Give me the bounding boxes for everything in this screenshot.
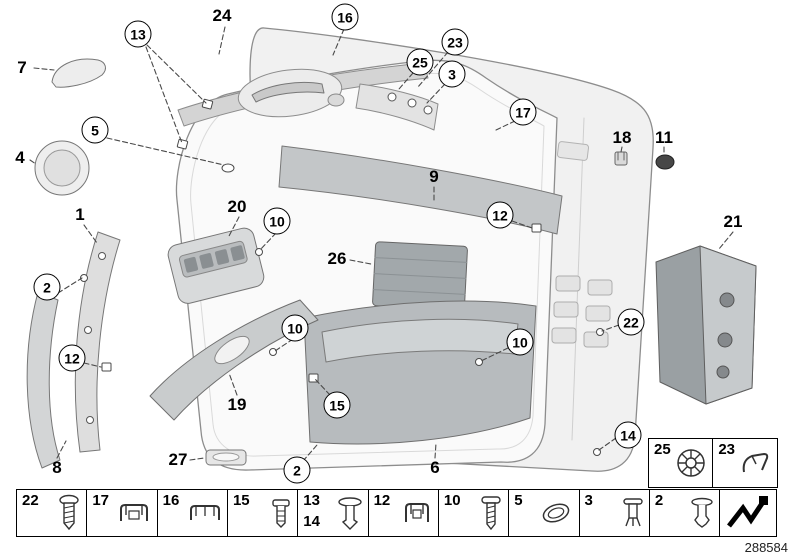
callout-15[interactable]: 15 (323, 391, 351, 419)
screw-icon (59, 494, 79, 531)
callout-4[interactable]: 4 (15, 148, 25, 167)
fastener-cell-2[interactable]: 2 (648, 489, 721, 537)
crash-pad-module (372, 241, 468, 311)
handle-trim-cover (26, 291, 61, 469)
callout-10-b[interactable]: 10 (281, 314, 309, 342)
continuation-zigzag-icon (727, 496, 769, 528)
fastener-strip: 22 17 16 15 (16, 489, 778, 537)
callout-12-b[interactable]: 12 (58, 344, 86, 372)
document-number: 288584 (744, 540, 788, 555)
metal-clip-icon (189, 505, 220, 520)
fastener-cell-label: 5 (514, 492, 523, 509)
fastener-cell-12[interactable]: 12 (367, 489, 440, 537)
callout-3[interactable]: 3 (438, 60, 466, 88)
door-pull-handle (74, 231, 121, 453)
callout-25[interactable]: 25 (406, 48, 434, 76)
spring-clip-icon (743, 452, 769, 473)
grommet-icon (542, 503, 570, 523)
ref-cell-23[interactable]: 23 (712, 438, 779, 488)
callout-24[interactable]: 24 (212, 6, 232, 25)
callout-11[interactable]: 11 (655, 128, 673, 147)
fastener-cell-label: 17 (92, 492, 109, 509)
callout-9[interactable]: 9 (429, 167, 439, 186)
mounting-bracket (655, 245, 757, 405)
window-switch-panel (167, 227, 265, 304)
callout-14[interactable]: 14 (614, 421, 642, 449)
fastener-cell-label: 13 (303, 492, 320, 509)
callout-22[interactable]: 22 (617, 308, 645, 336)
callout-20[interactable]: 20 (227, 197, 247, 216)
fastener-cell-label: 3 (584, 492, 593, 509)
fastener-cell-label: 22 (22, 492, 39, 509)
callout-19[interactable]: 19 (227, 395, 247, 414)
fastener-cell-10[interactable]: 10 (437, 489, 510, 537)
callout-12-a[interactable]: 12 (486, 201, 514, 229)
callout-21[interactable]: 21 (723, 212, 743, 231)
blind-plug-11 (655, 154, 675, 170)
fastener-cell-label: 14 (303, 513, 320, 530)
handle-carrier (355, 83, 439, 131)
callout-6[interactable]: 6 (430, 458, 440, 477)
callout-27[interactable]: 27 (168, 450, 188, 469)
push-rivet-icon (338, 497, 362, 530)
fastener-cell-label: 12 (373, 492, 391, 509)
metal-clip-icon (404, 503, 429, 522)
ref-box: 25 23 (648, 438, 779, 488)
plastic-rivet-icon (622, 498, 643, 527)
fastener-cell-3[interactable]: 3 (578, 489, 651, 537)
ref-cell-25[interactable]: 25 (648, 438, 714, 488)
callout-13[interactable]: 13 (124, 20, 152, 48)
fastener-cell-5[interactable]: 5 (508, 489, 581, 537)
fastener-cell-label: 2 (654, 492, 664, 509)
mirror-triangle-cover (51, 58, 106, 88)
callout-26[interactable]: 26 (327, 249, 347, 268)
ref-cell-label: 23 (718, 441, 735, 458)
fastener-cell-label: 15 (232, 492, 250, 509)
courtesy-lamp (205, 449, 247, 466)
callout-1[interactable]: 1 (75, 205, 85, 224)
expanding-rivet-icon (691, 497, 713, 528)
fastener-cell-label: 16 (162, 492, 180, 509)
interior-door-handle (237, 68, 345, 118)
callout-18[interactable]: 18 (612, 128, 632, 147)
armrest (149, 299, 319, 421)
callout-10-c[interactable]: 10 (506, 328, 534, 356)
callout-10-a[interactable]: 10 (263, 207, 291, 235)
fastener-cell-label: 10 (443, 492, 461, 509)
callout-7[interactable]: 7 (17, 58, 27, 77)
screw-icon (481, 496, 501, 531)
fastener-cell-22[interactable]: 22 (16, 489, 88, 537)
callout-23[interactable]: 23 (441, 28, 469, 56)
callout-17[interactable]: 17 (509, 98, 537, 126)
leader-lines (29, 26, 734, 462)
metal-clip-icon (120, 504, 149, 521)
ref-cell-label: 25 (654, 441, 671, 458)
expanding-nut-icon (272, 499, 290, 528)
fastener-clip-18 (614, 151, 628, 166)
callout-2-a[interactable]: 2 (33, 273, 61, 301)
speaker-cover (34, 140, 90, 196)
fastener-cell-17[interactable]: 17 (86, 489, 159, 537)
callout-2-b[interactable]: 2 (283, 456, 311, 484)
callout-5[interactable]: 5 (81, 116, 109, 144)
callout-8[interactable]: 8 (52, 458, 62, 477)
shell-vent-holes (551, 275, 613, 348)
lock-washer-icon (677, 449, 705, 477)
continuation-cell (719, 489, 778, 537)
callout-16[interactable]: 16 (331, 3, 359, 31)
fastener-cell-16[interactable]: 16 (156, 489, 229, 537)
fastener-cell-15[interactable]: 15 (226, 489, 299, 537)
fastener-cell-13-14[interactable]: 13 14 (297, 489, 370, 537)
door-panel-artwork (26, 26, 757, 472)
